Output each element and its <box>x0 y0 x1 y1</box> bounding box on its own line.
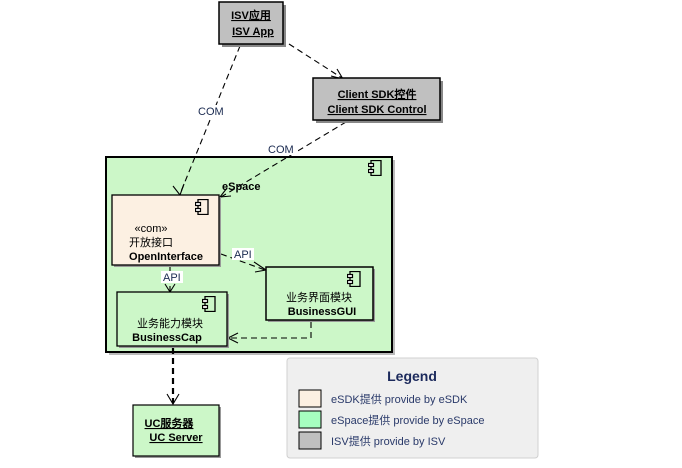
isv-app-en: ISV App <box>232 26 274 38</box>
espace-label: eSpace <box>222 181 261 193</box>
edge-isv-open <box>179 45 241 195</box>
business-gui-en: BusinessGUI <box>288 306 356 318</box>
business-cap-cn: 业务能力模块 <box>137 316 203 330</box>
client-sdk-cn: Client SDK控件 <box>338 87 417 101</box>
node-business-gui[interactable]: 业务界面模块 BusinessGUI <box>265 266 375 322</box>
open-interface-en: OpenInterface <box>129 251 203 263</box>
legend-swatch-esdk <box>298 389 322 408</box>
edge-gui-cap <box>229 322 312 339</box>
uc-server-en: UC Server <box>149 432 203 444</box>
edge-label-api-gui: API <box>234 249 252 261</box>
legend: Legend eSDK提供 provide by eSDK eSpace提供 p… <box>286 357 539 459</box>
edge-labels: COM COM API API <box>161 105 298 284</box>
edge-sdk-open <box>220 121 347 198</box>
node-open-interface[interactable]: «com» 开放接口 OpenInterface <box>111 194 221 267</box>
open-interface-stereotype: «com» <box>134 223 167 235</box>
legend-swatch-isv <box>298 431 322 450</box>
legend-item-esdk: eSDK提供 provide by eSDK <box>298 389 468 408</box>
legend-label-espace: eSpace提供 provide by eSpace <box>331 413 484 427</box>
edge-label-api-cap: API <box>163 272 181 284</box>
legend-item-isv: ISV提供 provide by ISV <box>298 431 446 450</box>
legend-label-esdk: eSDK提供 provide by eSDK <box>331 392 468 406</box>
business-gui-cn: 业务界面模块 <box>286 291 352 304</box>
edge-label-com-2: COM <box>268 144 294 156</box>
client-sdk-en: Client SDK Control <box>328 104 427 116</box>
legend-swatch-espace <box>298 410 322 429</box>
node-isv-app[interactable]: ISV应用 ISV App <box>218 1 286 47</box>
business-cap-en: BusinessCap <box>132 332 202 344</box>
legend-title: Legend <box>387 368 437 384</box>
node-uc-server[interactable]: UC服务器 UC Server <box>132 404 221 458</box>
legend-label-isv: ISV提供 provide by ISV <box>331 434 446 448</box>
legend-item-espace: eSpace提供 provide by eSpace <box>298 410 484 429</box>
edge-isv-sdk <box>288 43 343 79</box>
uc-server-cn: UC服务器 <box>145 416 195 430</box>
isv-app-cn: ISV应用 <box>231 8 271 22</box>
open-interface-cn: 开放接口 <box>129 235 173 249</box>
edge-open-gui <box>220 253 266 271</box>
node-client-sdk-control[interactable]: Client SDK控件 Client SDK Control <box>312 77 443 123</box>
node-business-cap[interactable]: 业务能力模块 BusinessCap <box>116 291 229 348</box>
edge-label-com-1: COM <box>198 106 224 118</box>
